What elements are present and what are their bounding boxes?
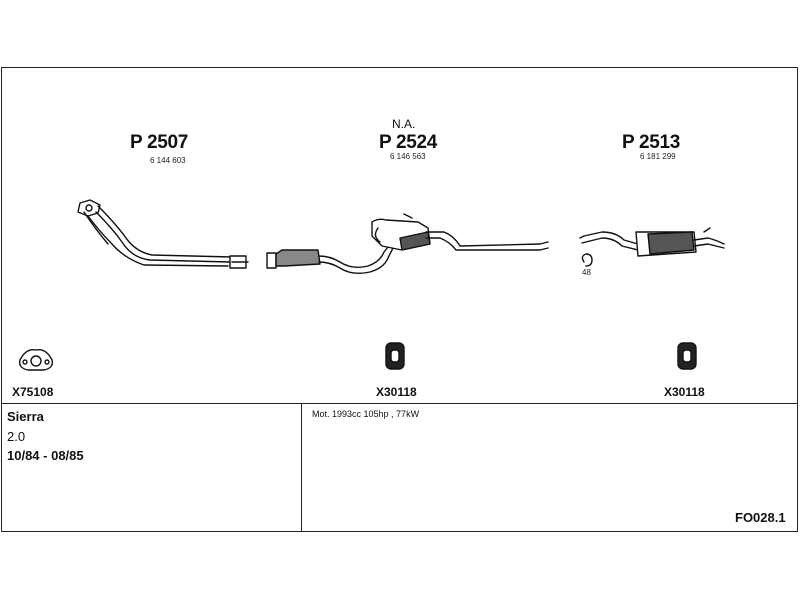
accessory-code-gasket: X75108 (12, 385, 54, 399)
vehicle-model: Sierra (7, 409, 44, 424)
engine-note: Mot. 1993cc 105hp , 77kW (312, 409, 420, 419)
part-code-rear: P 2513 (622, 132, 681, 153)
rubber-hanger-icon-mid (385, 342, 405, 370)
accessory-code-hanger-rear: X30118 (664, 385, 705, 399)
vehicle-years: 10/84 - 08/85 (7, 448, 84, 463)
part-code-middle: P 2524 (379, 132, 438, 153)
vehicle-engine-size: 2.0 (7, 429, 26, 444)
reference-code: FO028.1 (735, 510, 786, 525)
part-sub-front: 6 144 603 (150, 156, 186, 165)
divider-vertical (301, 403, 302, 531)
rubber-hanger-icon-rear (677, 342, 697, 370)
front-pipe-drawing (77, 199, 249, 269)
part-sub-middle: 6 146 563 (390, 152, 426, 161)
clamp-48-label: 48 (582, 268, 591, 277)
rear-silencer-drawing (579, 227, 725, 257)
part-code-front: P 2507 (130, 132, 189, 153)
clamp-48-drawing (581, 253, 593, 267)
part-note-middle: N.A. (392, 117, 416, 131)
part-sub-rear: 6 181 299 (640, 152, 676, 161)
divider-horizontal (2, 403, 797, 404)
gasket-icon (18, 349, 54, 371)
accessory-code-hanger-mid: X30118 (376, 385, 417, 399)
diagram-sheet (1, 67, 798, 532)
middle-pipe-drawing (266, 213, 549, 275)
